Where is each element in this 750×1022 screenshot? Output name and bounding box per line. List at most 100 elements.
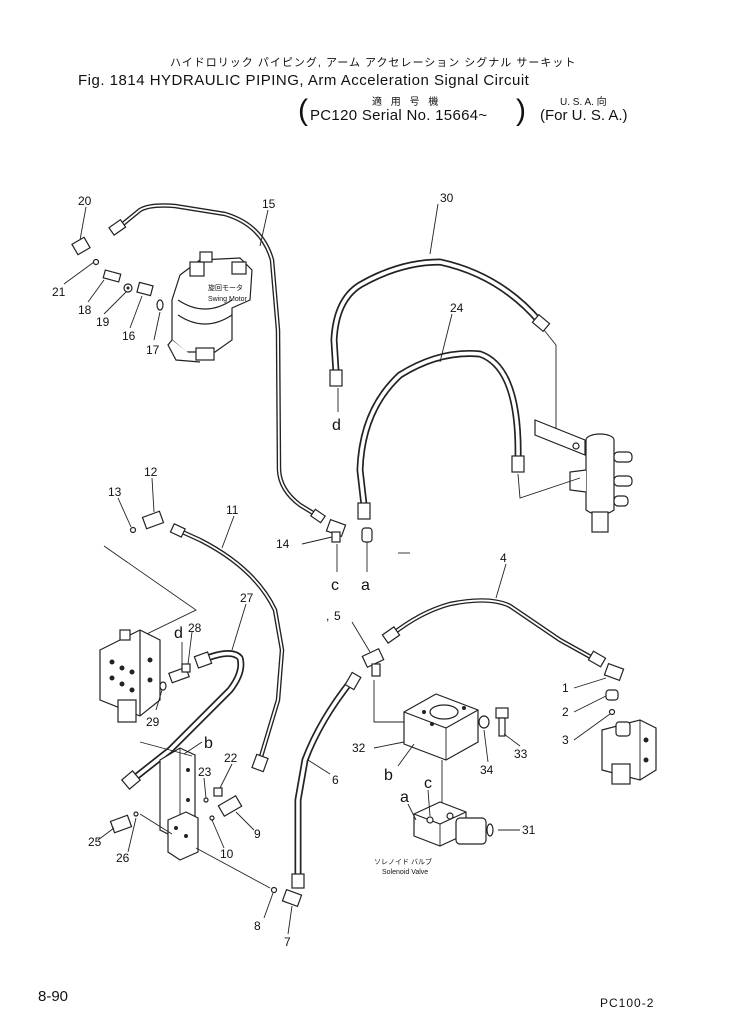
leader-1 (573, 677, 607, 689)
model-code: PC100-2 (600, 996, 655, 1010)
leader-27 (231, 603, 247, 651)
japanese-title: ハイドロリック パイピング, アーム アクセレーション シグナル サーキット (170, 57, 577, 69)
leader-b-right (397, 743, 415, 767)
leader-7 (287, 905, 293, 935)
o-ring-31[interactable] (486, 823, 494, 837)
part-number-23: 23 (198, 765, 212, 779)
part-number-28: 28 (188, 621, 202, 635)
fitting-25[interactable] (109, 811, 139, 834)
part-number-2: 2 (562, 705, 569, 719)
indicator-8 (195, 847, 271, 889)
part-number-5: 5 (334, 609, 341, 623)
fitting-7[interactable] (270, 886, 303, 908)
japanese-serial-label: 適 用 号 機 (372, 97, 442, 108)
usa-label: (For U. S. A.) (540, 107, 628, 124)
leader-12 (151, 477, 155, 513)
connection-d-upper: d (332, 417, 341, 434)
leader-9 (235, 811, 255, 831)
part-number-34: 34 (480, 763, 494, 777)
leader-26 (127, 817, 137, 853)
leader-33 (503, 733, 521, 747)
part-number-19: 19 (96, 315, 110, 329)
connection-b-left: b (204, 735, 213, 752)
part-number-9: 9 (254, 827, 261, 841)
part-number-18: 18 (78, 303, 92, 317)
mounting-bracket-32 (403, 693, 479, 761)
part-number-31: 31 (522, 823, 536, 837)
hose-27[interactable] (120, 650, 245, 790)
part-number-6: 6 (332, 773, 339, 787)
leader-13 (117, 497, 132, 528)
connection-c-upper: c (331, 577, 339, 594)
leaders-motor (63, 206, 269, 341)
part-number-20: 20 (78, 194, 92, 208)
part-number-25: 25 (88, 835, 102, 849)
bolt-33[interactable] (478, 707, 509, 737)
leader-28 (187, 631, 193, 665)
part-number-24: 24 (450, 301, 464, 315)
part-number-13: 13 (108, 485, 122, 499)
relief-valve-right (601, 719, 657, 785)
leader-24 (439, 313, 453, 363)
connection-b-right: b (384, 767, 393, 784)
swing-motor: 旋回モータ Swing Motor (167, 251, 253, 363)
solenoid-valve: ソレノイド バルブ Solenoid Valve (374, 801, 487, 876)
solenoid-valve-label: Solenoid Valve (382, 869, 428, 876)
fitting-5[interactable] (361, 647, 385, 677)
line-24-to-valve (517, 473, 581, 499)
connection-a-valve: a (400, 789, 409, 806)
swing-motor-label: Swing Motor (208, 296, 248, 303)
pipe-11[interactable] (169, 523, 285, 773)
swing-motor-jp-label: 旋回モータ (208, 283, 243, 292)
leader-8 (263, 892, 274, 919)
part-number-8: 8 (254, 919, 261, 933)
part-number-3: 3 (562, 733, 569, 747)
leader-a-valve (407, 803, 417, 821)
leader-30 (429, 203, 439, 255)
part-number-14: 14 (276, 537, 290, 551)
part-number-7: 7 (284, 935, 291, 949)
leader-23 (203, 777, 207, 799)
mounting-bracket-left (159, 747, 199, 861)
leader-5 (351, 621, 371, 653)
part-number-10: 10 (220, 847, 234, 861)
page-number: 8-90 (38, 988, 69, 1005)
hose-6[interactable] (291, 671, 362, 889)
leader-2 (573, 695, 607, 713)
fitting-1[interactable] (603, 662, 625, 716)
leader-22 (219, 763, 233, 789)
leader-11 (221, 515, 235, 549)
part-number-16: 16 (122, 329, 136, 343)
leader-34 (483, 729, 489, 763)
line-30-to-valve (543, 329, 557, 428)
pipe-4[interactable] (381, 598, 607, 668)
connection-d-lower: d (174, 625, 183, 642)
pipe-15[interactable] (108, 203, 327, 524)
connection-c-valve: c (424, 775, 432, 792)
swing-motor-fittings[interactable] (71, 236, 164, 311)
right-parenthesis: ) (516, 94, 526, 127)
leader-10 (211, 819, 225, 849)
leader-4 (495, 563, 507, 599)
part-number-11: 11 (226, 503, 239, 517)
fitting-14[interactable] (325, 518, 373, 552)
part-number-32: 32 (352, 741, 366, 755)
part-number-22: 22 (224, 751, 238, 765)
leader-14 (301, 536, 333, 545)
leader-32 (373, 741, 405, 749)
fitting-12[interactable] (129, 510, 165, 534)
japanese-usa-label: U. S. A. 向 (560, 97, 607, 108)
leader-b-left (183, 741, 203, 755)
part-number-17: 17 (146, 343, 160, 357)
fitting-28[interactable] (159, 663, 191, 691)
hose-24[interactable] (356, 349, 525, 520)
pilot-valve-block (534, 419, 633, 533)
leader-3 (573, 713, 611, 741)
left-parenthesis: ( (298, 94, 308, 127)
part-number-29: 29 (146, 715, 160, 729)
hose-30[interactable] (329, 258, 551, 387)
serial-range: PC120 Serial No. 15664~ (310, 107, 488, 124)
part-number-12: 12 (144, 465, 158, 479)
fitting-9[interactable] (203, 787, 243, 821)
